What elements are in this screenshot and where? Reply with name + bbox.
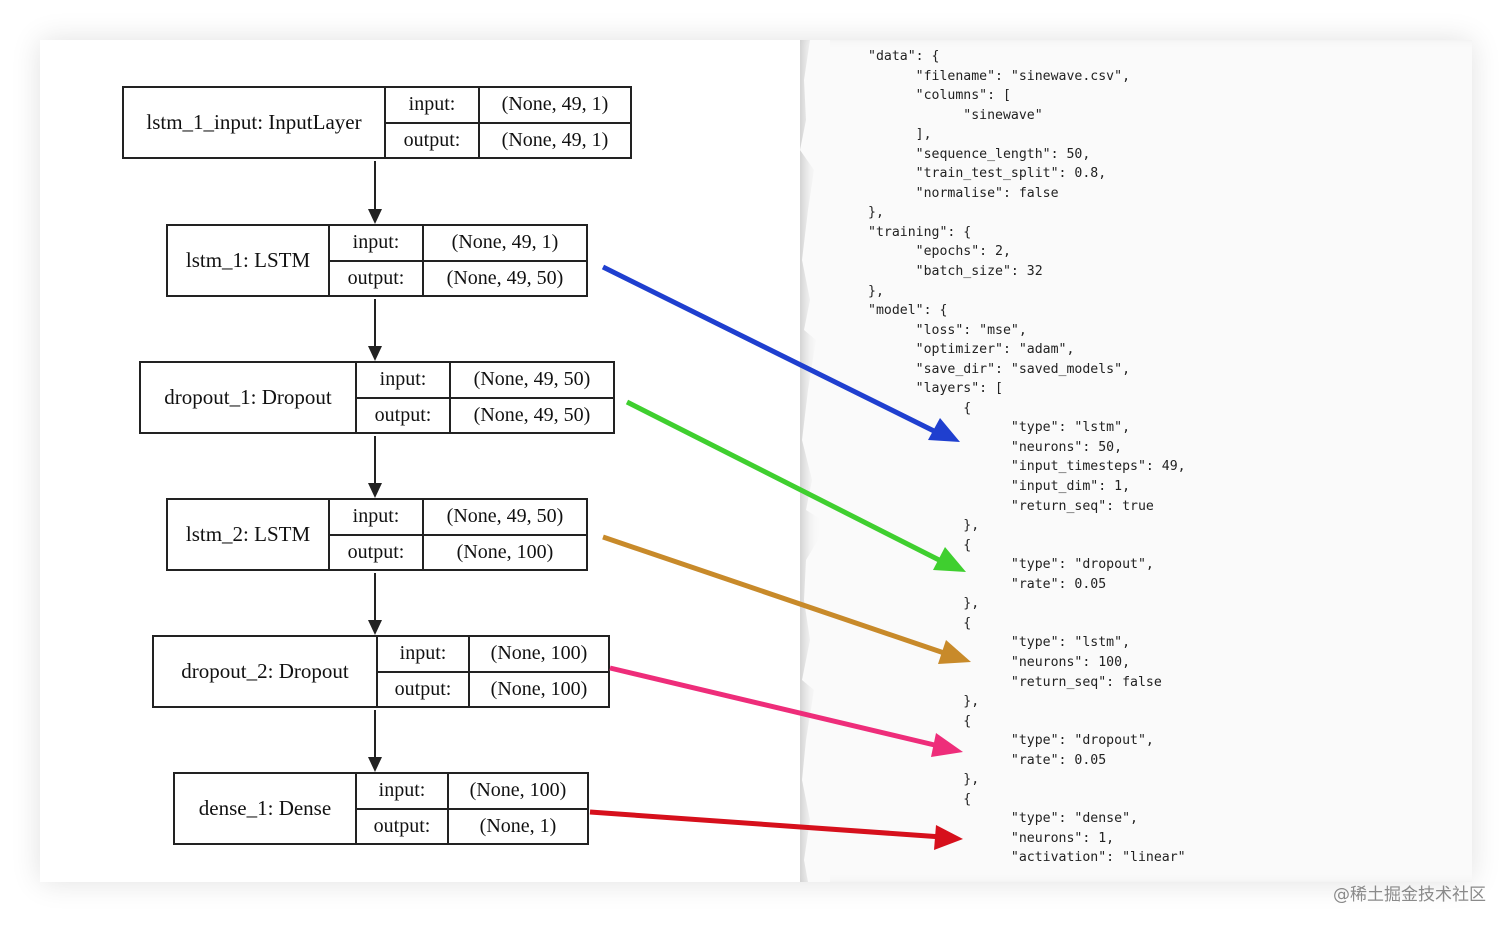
connector-line xyxy=(374,161,376,211)
connector-line xyxy=(374,299,376,348)
layer-name: dropout_2: Dropout xyxy=(154,637,378,706)
input-shape: (None, 49, 50) xyxy=(424,500,586,536)
input-label: input: xyxy=(378,637,468,673)
watermark: @稀土掘金技术社区 xyxy=(1333,885,1486,905)
layer-name: lstm_1_input: InputLayer xyxy=(124,88,386,157)
arrow-dropout-1 xyxy=(625,399,966,572)
layer-dropout-2: dropout_2: Dropout input: output: (None,… xyxy=(152,635,610,708)
layer-dense-1: dense_1: Dense input: output: (None, 100… xyxy=(173,772,589,845)
layer-name: dense_1: Dense xyxy=(175,774,357,843)
layer-name: lstm_2: LSTM xyxy=(168,500,330,569)
output-shape: (None, 49, 50) xyxy=(473,403,591,426)
output-label: output: xyxy=(347,540,405,563)
layer-name: dropout_1: Dropout xyxy=(141,363,357,432)
input-label: input: xyxy=(330,500,422,536)
output-shape: (None, 1) xyxy=(479,814,557,837)
torn-edge xyxy=(800,40,830,882)
input-label: input: xyxy=(330,226,422,262)
config-code: "data": { "filename": "sinewave.csv", "c… xyxy=(868,49,1186,866)
output-shape: (None, 49, 1) xyxy=(501,128,609,151)
connector-arrowhead xyxy=(368,620,382,635)
input-shape: (None, 100) xyxy=(449,774,587,810)
layer-input: lstm_1_input: InputLayer input: output: … xyxy=(122,86,632,159)
output-label: output: xyxy=(373,814,431,837)
output-label: output: xyxy=(403,128,461,151)
arrow-lstm-1 xyxy=(601,264,960,442)
layer-dropout-1: dropout_1: Dropout input: output: (None,… xyxy=(139,361,615,434)
input-shape: (None, 49, 1) xyxy=(480,88,630,124)
connector-arrowhead xyxy=(368,209,382,224)
output-label: output: xyxy=(374,403,432,426)
input-label: input: xyxy=(386,88,478,124)
output-label: output: xyxy=(347,266,405,289)
input-shape: (None, 49, 50) xyxy=(451,363,613,399)
connector-arrowhead xyxy=(368,757,382,772)
arrow-lstm-2 xyxy=(602,534,971,664)
output-shape: (None, 100) xyxy=(456,540,554,563)
connector-line xyxy=(374,710,376,759)
input-shape: (None, 100) xyxy=(470,637,608,673)
connector-line xyxy=(374,436,376,485)
output-label: output: xyxy=(394,677,452,700)
connector-arrowhead xyxy=(368,346,382,361)
input-label: input: xyxy=(357,774,447,810)
layer-lstm-2: lstm_2: LSTM input: output: (None, 49, 5… xyxy=(166,498,588,571)
layer-name: lstm_1: LSTM xyxy=(168,226,330,295)
output-shape: (None, 49, 50) xyxy=(446,266,564,289)
layer-lstm-1: lstm_1: LSTM input: output: (None, 49, 1… xyxy=(166,224,588,297)
connector-arrowhead xyxy=(368,483,382,498)
arrow-dense-1 xyxy=(589,809,963,850)
input-label: input: xyxy=(357,363,449,399)
arrow-dropout-2 xyxy=(609,665,963,757)
connector-line xyxy=(374,573,376,622)
input-shape: (None, 49, 1) xyxy=(424,226,586,262)
output-shape: (None, 100) xyxy=(490,677,588,700)
